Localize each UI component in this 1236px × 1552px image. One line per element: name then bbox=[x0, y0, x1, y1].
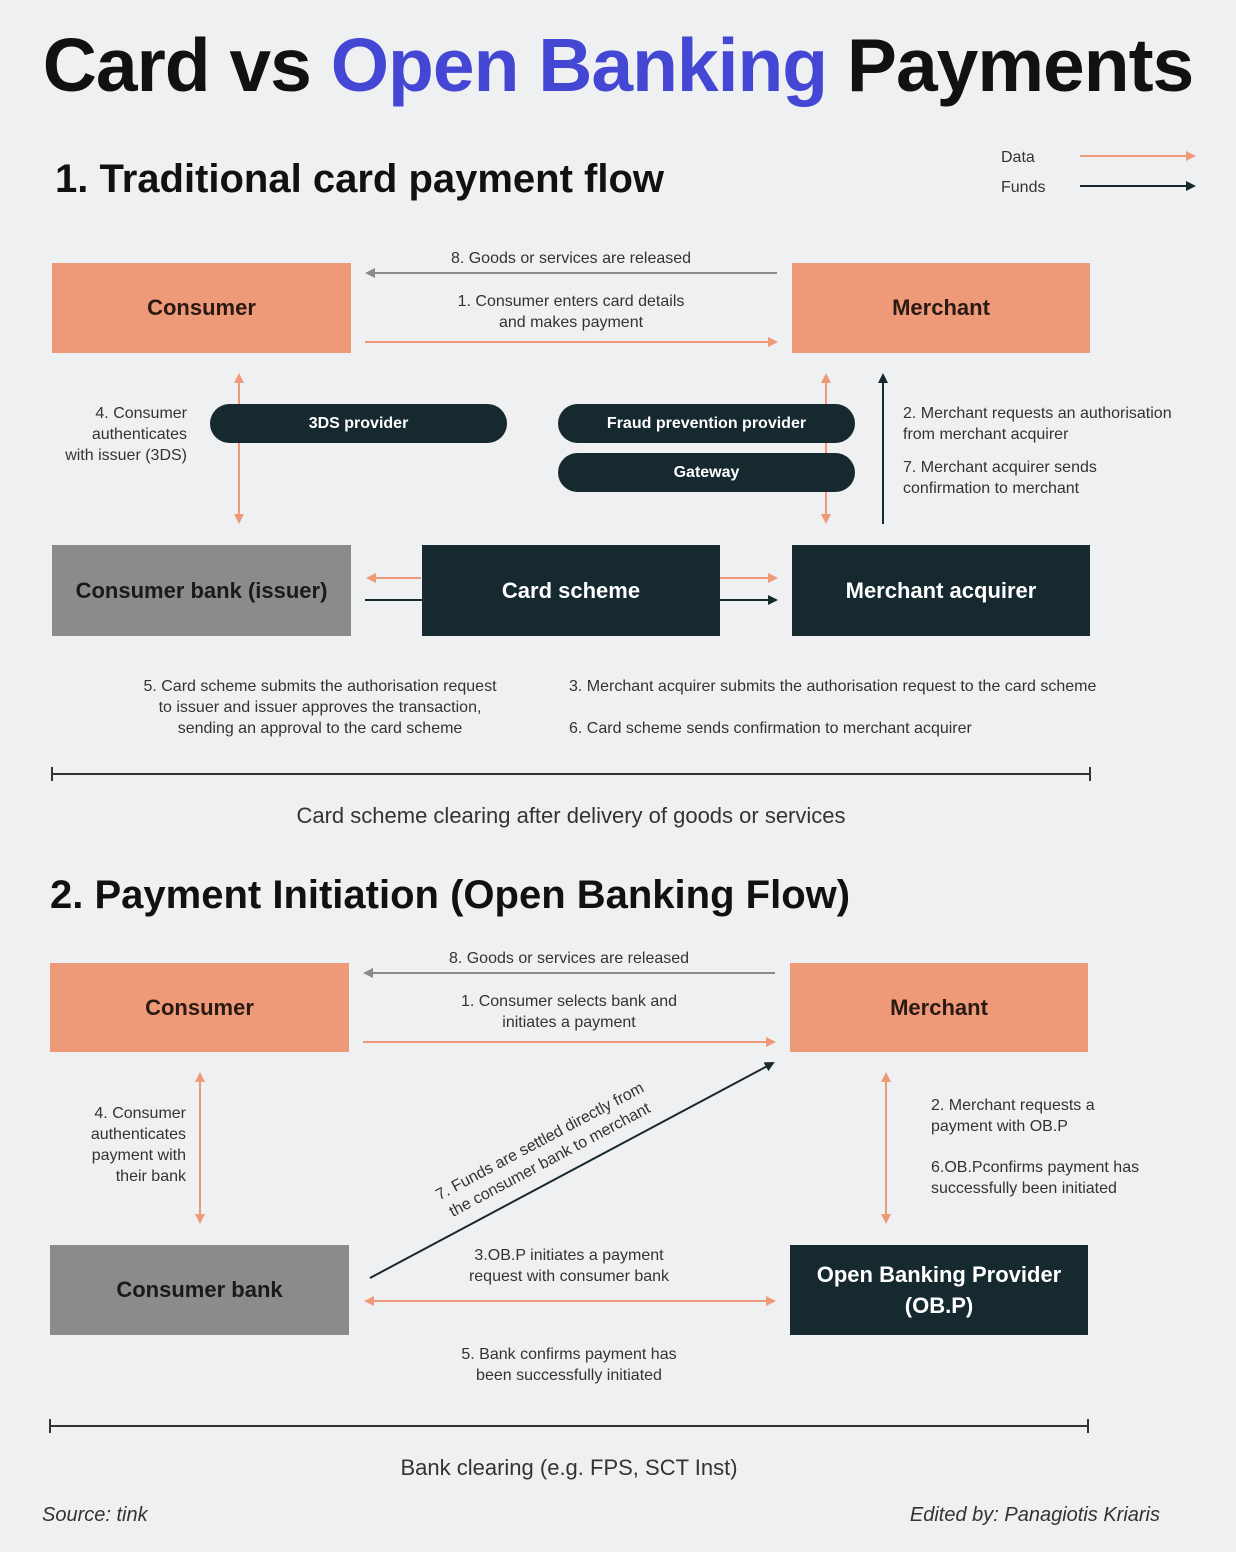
card-step-6: 6. Card scheme sends confirmation to mer… bbox=[569, 720, 972, 737]
3ds-provider-pill: 3DS provider bbox=[210, 404, 507, 443]
bank-clearing-timeline bbox=[49, 1419, 1089, 1433]
source-credit: Source: tink bbox=[42, 1504, 148, 1526]
card-scheme-box: Card scheme bbox=[422, 545, 720, 636]
obp-box: Open Banking Provider(OB.P) bbox=[790, 1245, 1088, 1335]
card-flow-heading: 1. Traditional card payment flow bbox=[55, 157, 665, 201]
consumer-bank-box: Consumer bank bbox=[50, 1245, 349, 1335]
card-clearing-timeline bbox=[51, 767, 1091, 781]
card-merchant-box: Merchant bbox=[792, 263, 1090, 353]
title-part-payments: Payments bbox=[846, 23, 1194, 107]
legend-data-label: Data bbox=[1001, 149, 1035, 166]
ob-merchant-box: Merchant bbox=[790, 963, 1088, 1052]
card-consumer-box: Consumer bbox=[52, 263, 351, 353]
ob-step-8: 8. Goods or services are released bbox=[448, 950, 690, 967]
gateway-pill: Gateway bbox=[558, 453, 855, 492]
main-title: Card vs Open Banking Payments bbox=[0, 22, 1236, 108]
card-step-3: 3. Merchant acquirer submits the authori… bbox=[569, 678, 1097, 695]
bank-clearing-label: Bank clearing (e.g. FPS, SCT Inst) bbox=[400, 1455, 738, 1480]
fraud-prevention-pill: Fraud prevention provider bbox=[558, 404, 855, 443]
card-step-8: 8. Goods or services are released bbox=[450, 250, 692, 267]
ob-flow-heading: 2. Payment Initiation (Open Banking Flow… bbox=[50, 873, 851, 917]
ob-arrow-funds-settled bbox=[369, 1062, 775, 1279]
title-part-card: Card vs bbox=[42, 23, 312, 107]
merchant-acquirer-box: Merchant acquirer bbox=[792, 545, 1090, 636]
card-clearing-label: Card scheme clearing after delivery of g… bbox=[296, 803, 846, 828]
ob-consumer-box: Consumer bbox=[50, 963, 349, 1052]
editor-credit: Edited by: Panagiotis Kriaris bbox=[909, 1504, 1160, 1526]
card-step-5: 5. Card scheme submits the authorisation… bbox=[143, 678, 497, 737]
issuer-box: Consumer bank (issuer) bbox=[52, 545, 351, 636]
legend-funds-label: Funds bbox=[1001, 179, 1046, 196]
title-part-open-banking: Open Banking bbox=[330, 23, 828, 107]
